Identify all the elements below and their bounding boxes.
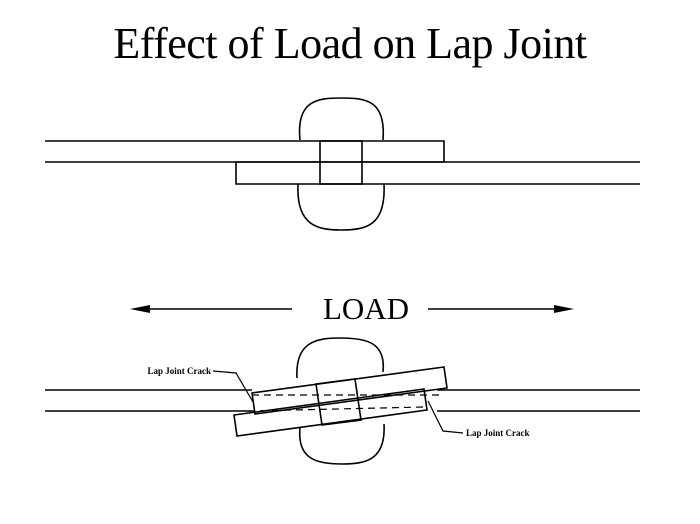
unloaded-rivet-shank	[319, 140, 363, 185]
load-arrow-right-head	[554, 305, 574, 313]
loaded-rivet-head-top	[296, 337, 384, 379]
crack-leader-right	[427, 400, 464, 434]
crack-label-left: Lap Joint Crack	[147, 366, 211, 376]
loaded-lower-plate	[233, 388, 428, 437]
load-label: LOAD	[323, 291, 409, 326]
load-arrows	[130, 305, 574, 313]
loaded-hidden-lines	[247, 394, 440, 412]
unloaded-rivet-head-bottom	[297, 183, 385, 231]
hidden-line-bottom	[247, 406, 425, 412]
loaded-upper-plate	[251, 366, 448, 415]
crack-callouts	[212, 370, 464, 434]
crack-label-right: Lap Joint Crack	[466, 428, 530, 438]
unloaded-rivet-head-top	[298, 97, 385, 141]
crack-leader-left	[212, 370, 254, 403]
page-title: Effect of Load on Lap Joint	[113, 19, 587, 68]
loaded-lap-joint	[45, 337, 640, 465]
unloaded-upper-plate	[45, 140, 445, 163]
unloaded-lap-joint	[45, 97, 640, 231]
load-arrow-left-head	[130, 305, 150, 313]
unloaded-lower-plate	[235, 161, 640, 185]
loaded-rivet-shank	[315, 378, 362, 426]
loaded-rivet-head-bottom	[299, 423, 385, 465]
